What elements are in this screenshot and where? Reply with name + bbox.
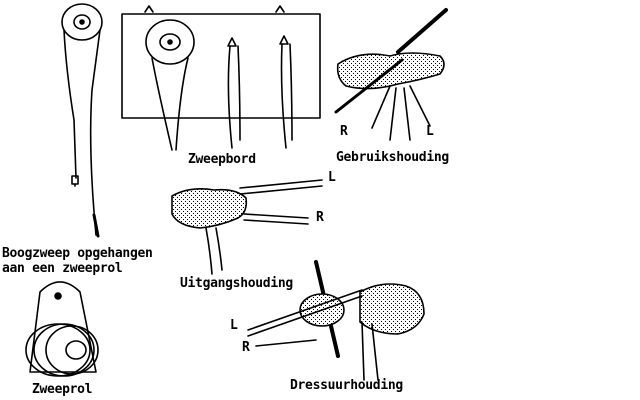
- caption-usage-grip: Gebruikshouding: [336, 150, 449, 165]
- caption-bow-whip-line1: Boogzweep opgehangen: [2, 246, 153, 261]
- caption-exit-grip: Uitgangshouding: [180, 276, 293, 291]
- marker-right-usage: R: [340, 124, 348, 139]
- whip-reel-drawing: [25, 281, 99, 377]
- marker-right-dressage: R: [242, 340, 250, 355]
- bow-whip-drawing: [61, 3, 103, 238]
- usage-grip-drawing: [334, 8, 448, 141]
- dressage-grip-drawing: [247, 260, 425, 381]
- marker-right-exit: R: [316, 210, 324, 225]
- caption-bow-whip-line2: aan een zweeprol: [2, 261, 123, 276]
- caption-whip-reel: Zweeprol: [32, 382, 93, 397]
- caption-whip-board: Zweepbord: [188, 152, 256, 167]
- exit-grip-drawing: [171, 179, 323, 275]
- caption-dressage-grip: Dressuurhouding: [290, 378, 403, 393]
- marker-left-usage: L: [426, 124, 434, 139]
- whip-board-drawing: [121, 5, 321, 151]
- marker-left-dressage: L: [230, 318, 238, 333]
- marker-left-exit: L: [328, 170, 336, 185]
